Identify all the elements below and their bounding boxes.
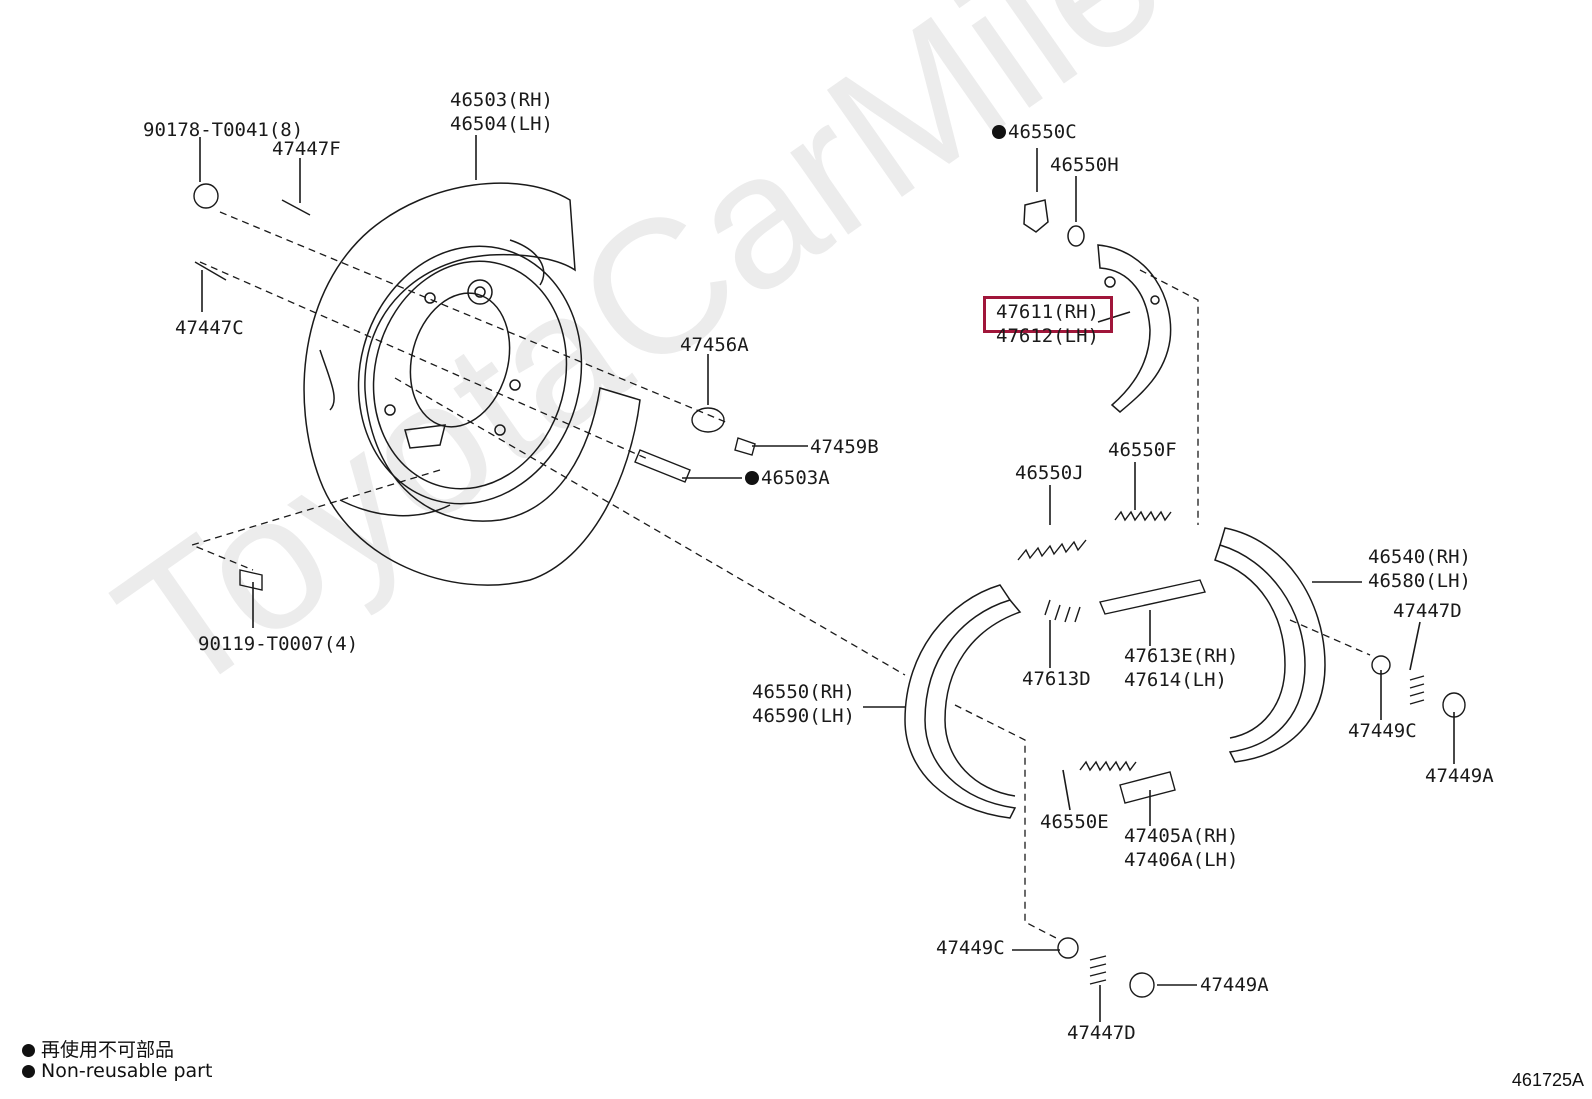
brake-shoe-right <box>1214 527 1326 763</box>
washer-46550h <box>1067 225 1085 247</box>
label-46503: 46503(RH) <box>450 89 553 111</box>
label-47449A-bottom: 47449A <box>1200 974 1269 996</box>
spring-46550f <box>1114 510 1172 522</box>
label-46503A: 46503A <box>745 467 830 490</box>
legend-line-2: Non-reusable part <box>22 1060 212 1082</box>
spring-47447d-r <box>1409 675 1425 705</box>
label-47449A-right: 47449A <box>1425 765 1494 787</box>
label-47614: 47614(LH) <box>1124 669 1227 691</box>
highlight-box-47611 <box>983 296 1113 333</box>
assembly-line-1 <box>219 211 729 424</box>
label-47405A: 47405A(RH) <box>1124 825 1239 847</box>
backing-plate <box>303 182 641 586</box>
strut-47613e <box>1099 579 1206 615</box>
assembly-line-6 <box>1289 619 1371 656</box>
label-47447D-bottom: 47447D <box>1067 1022 1136 1044</box>
legend-text-2: Non-reusable part <box>41 1060 213 1082</box>
assembly-line-5 <box>1139 269 1199 525</box>
label-46540: 46540(RH) <box>1368 546 1471 568</box>
label-46503A-text: 46503A <box>761 467 830 489</box>
label-47611: 47611(RH) <box>996 301 1099 323</box>
label-47447C: 47447C <box>175 317 244 339</box>
label-46550H: 46550H <box>1050 154 1119 176</box>
cup-47449a-r <box>1442 692 1466 718</box>
cup-47449a-b <box>1129 972 1155 998</box>
legend-line-1: 再使用不可部品 <box>22 1035 174 1062</box>
label-46550J: 46550J <box>1015 462 1084 484</box>
leader-47611 <box>1097 311 1131 323</box>
spring-46550j <box>1017 539 1087 561</box>
label-47406A: 47406A(LH) <box>1124 849 1239 871</box>
spring-47613d <box>1044 599 1081 623</box>
adjuster-47405a <box>1119 771 1176 804</box>
label-47449C-bottom: 47449C <box>936 937 1005 959</box>
label-46580: 46580(LH) <box>1368 570 1471 592</box>
retainer-47449c-b <box>1057 937 1079 959</box>
label-46550F: 46550F <box>1108 439 1177 461</box>
label-46504: 46504(LH) <box>450 113 553 135</box>
legend-text-1: 再使用不可部品 <box>41 1039 175 1061</box>
retainer-47449c-r <box>1371 655 1391 675</box>
assembly-line-7 <box>954 704 1061 941</box>
label-47612: 47612(LH) <box>996 325 1099 347</box>
non-reusable-marker <box>992 125 1006 139</box>
figure-id: 461725A <box>1511 1070 1584 1090</box>
label-47447D-right: 47447D <box>1393 600 1462 622</box>
stud-46503a <box>634 449 691 483</box>
assembly-line-2 <box>199 261 651 461</box>
label-47459B: 47459B <box>810 436 879 458</box>
brake-shoe-left <box>904 584 1022 819</box>
pin-47447c <box>194 261 227 281</box>
label-46550: 46550(RH) <box>752 681 855 703</box>
grommet-47456a <box>691 407 725 433</box>
label-46550C: 46550C <box>992 121 1077 144</box>
non-reusable-marker <box>745 471 759 485</box>
label-90178: 90178-T0041(8) <box>143 119 304 141</box>
label-47613D: 47613D <box>1022 668 1091 690</box>
bolt-90119 <box>239 569 263 591</box>
pin-47447f <box>281 199 311 216</box>
legend-dot <box>22 1065 35 1078</box>
label-47456A: 47456A <box>680 334 749 356</box>
leader-47447D-r <box>1409 621 1421 671</box>
clip-46550c <box>1023 199 1049 233</box>
label-46550C-text: 46550C <box>1008 121 1077 143</box>
spring-46550e <box>1079 760 1137 772</box>
label-46550E: 46550E <box>1040 811 1109 833</box>
nut-90178 <box>193 183 219 209</box>
label-90119: 90119-T0007(4) <box>198 633 359 655</box>
parking-brake-lever <box>1097 244 1172 413</box>
spring-47447d-b <box>1089 955 1107 985</box>
label-47449C-right: 47449C <box>1348 720 1417 742</box>
label-47447F: 47447F <box>272 138 341 160</box>
legend-dot <box>22 1044 35 1057</box>
leader-46550E <box>1062 769 1071 811</box>
plug-47459b <box>734 437 756 456</box>
label-47613E: 47613E(RH) <box>1124 645 1239 667</box>
assembly-line-4 <box>190 469 441 571</box>
assembly-line-3 <box>394 377 906 676</box>
label-46590: 46590(LH) <box>752 705 855 727</box>
